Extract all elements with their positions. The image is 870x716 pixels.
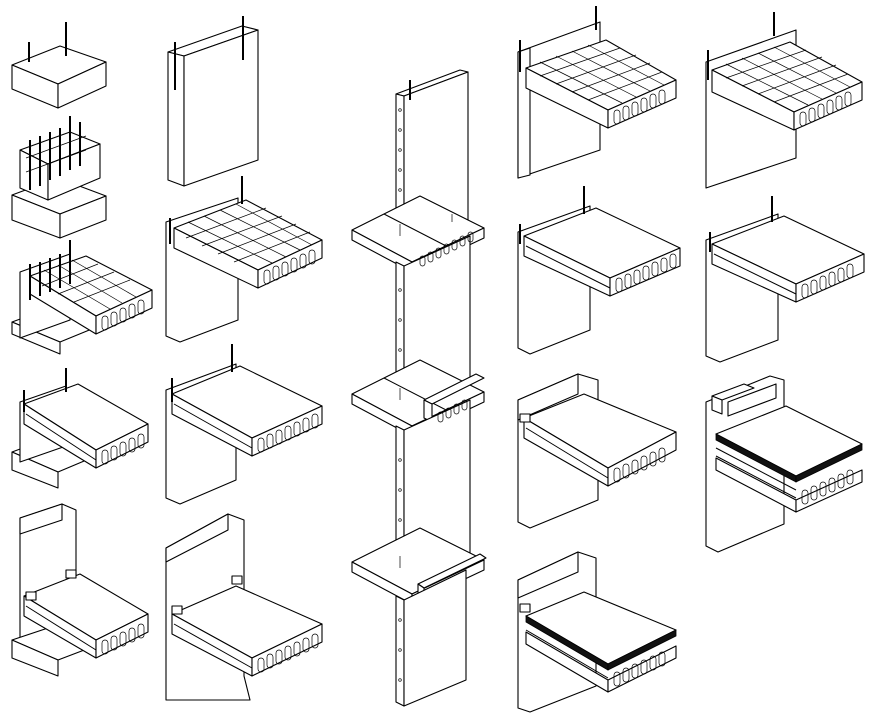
- precast-wall-panel-icon: [167, 16, 259, 187]
- t-junction-upstand-panel-icon: [351, 527, 487, 707]
- concrete-block-with-rebar-icon: [11, 22, 107, 109]
- wall-hollow-core-slab-icon: [165, 344, 323, 505]
- wall-parapet-slab-icon: [517, 373, 677, 529]
- wall-slab-with-mesh-icon: [705, 12, 863, 189]
- wall-hollow-core-slab-icon: [517, 186, 681, 355]
- wall-slab-with-mesh-icon: [517, 6, 677, 179]
- footing-slab-with-mesh-icon: [11, 240, 153, 355]
- wall-slab-with-mesh-icon: [165, 176, 323, 343]
- stepped-footing-with-rebar-icon: [11, 116, 107, 239]
- tall-wall-slab-icon: [165, 513, 323, 701]
- wall-parapet-layered-slab-icon: [517, 551, 677, 713]
- footing-hollow-core-slab-icon: [11, 368, 149, 489]
- wall-hollow-core-slab-icon: [705, 196, 865, 363]
- wall-parapet-layered-slab-icon: [705, 375, 863, 553]
- column-footing-slab-icon: [11, 503, 149, 677]
